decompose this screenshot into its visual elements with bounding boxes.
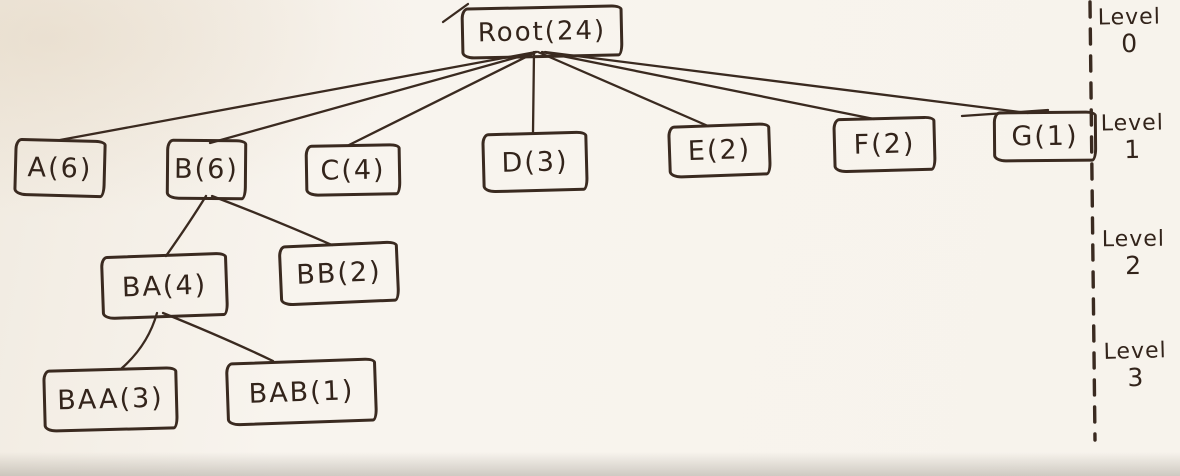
edge-b-bb bbox=[210, 194, 334, 247]
edge-ba-bab bbox=[161, 311, 275, 363]
stroke-root-corner-tick bbox=[441, 2, 470, 24]
edge-ba-baa bbox=[120, 311, 159, 370]
tree-node-baa: BAA(3) bbox=[42, 366, 179, 433]
tree-node-d: D(3) bbox=[481, 130, 589, 194]
level-label-1-number: 1 bbox=[1124, 134, 1142, 165]
edge-root-a bbox=[58, 50, 538, 142]
level-label-0: Level 0 bbox=[1097, 4, 1162, 59]
level-label-1-word: Level bbox=[1100, 110, 1165, 137]
level-label-2: Level 2 bbox=[1101, 226, 1166, 281]
edge-root-e bbox=[536, 50, 710, 128]
level-label-0-word: Level bbox=[1097, 4, 1162, 31]
tree-node-c: C(4) bbox=[304, 143, 402, 197]
tree-node-g: G(1) bbox=[992, 110, 1098, 163]
stroke-g-corner-tick bbox=[960, 108, 1050, 118]
level-label-2-word: Level bbox=[1101, 226, 1166, 253]
edge-root-c bbox=[347, 50, 538, 147]
edge-root-f bbox=[540, 50, 876, 121]
edge-root-g bbox=[543, 50, 1030, 115]
tree-node-root: Root(24) bbox=[460, 4, 624, 60]
level-label-3-word: Level bbox=[1103, 338, 1168, 365]
edge-root-d bbox=[531, 50, 536, 135]
tree-node-a: A(6) bbox=[13, 137, 107, 199]
level-label-3: Level 3 bbox=[1103, 338, 1168, 393]
level-label-0-number: 0 bbox=[1121, 28, 1139, 59]
level-separator-dashed-line bbox=[1088, 0, 1097, 442]
tree-node-ba: BA(4) bbox=[99, 251, 230, 321]
level-label-2-number: 2 bbox=[1125, 251, 1143, 281]
level-label-3-number: 3 bbox=[1127, 362, 1145, 393]
edge-b-ba bbox=[164, 194, 208, 258]
tree-node-b: B(6) bbox=[165, 138, 248, 201]
level-label-1: Level 1 bbox=[1100, 110, 1165, 165]
tree-node-bb: BB(2) bbox=[277, 240, 401, 307]
tree-node-bab: BAB(1) bbox=[224, 357, 379, 427]
tree-node-f: F(2) bbox=[832, 115, 937, 174]
edge-root-b bbox=[208, 50, 538, 145]
tree-node-e: E(2) bbox=[667, 122, 772, 179]
